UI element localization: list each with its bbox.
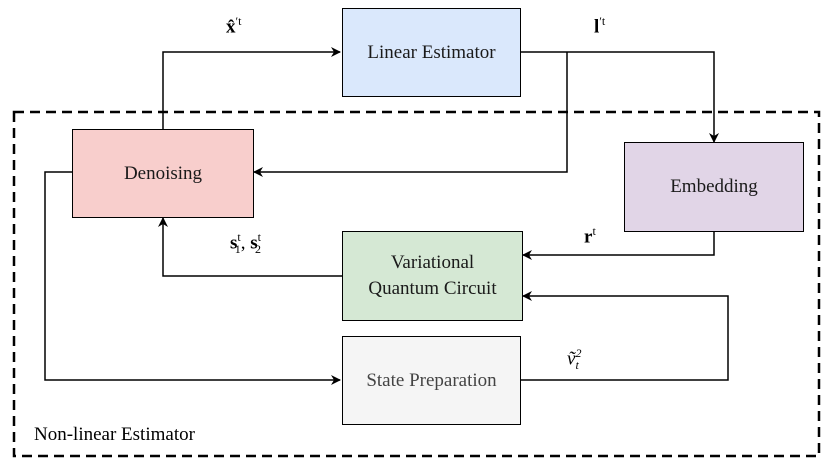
edge-denoising-to-state bbox=[44, 171, 341, 385]
edge-state-to-vqc bbox=[521, 291, 729, 381]
linear-estimator-block: Linear Estimator bbox=[342, 8, 521, 97]
edge-linear-to-denoising bbox=[253, 52, 568, 177]
state-preparation-label: State Preparation bbox=[366, 369, 497, 391]
state-preparation-block: State Preparation bbox=[342, 336, 521, 425]
vqc-block: Variational Quantum Circuit bbox=[342, 231, 523, 321]
embedding-label: Embedding bbox=[670, 176, 758, 198]
x-hat-label: x̂′t bbox=[226, 14, 242, 38]
edge-embedding-to-vqc bbox=[522, 232, 715, 260]
r-label: rt bbox=[584, 224, 596, 248]
s-label: st1, st2 bbox=[230, 230, 261, 257]
non-linear-estimator-region bbox=[12, 110, 821, 458]
v-tilde-label: ṽ2t bbox=[567, 346, 582, 373]
non-linear-estimator-label: Non-linear Estimator bbox=[34, 424, 195, 445]
denoising-block: Denoising bbox=[72, 129, 254, 218]
vqc-label: Variational Quantum Circuit bbox=[368, 252, 497, 299]
l-label: l′t bbox=[594, 14, 606, 38]
embedding-block: Embedding bbox=[624, 142, 804, 232]
edge-linear-to-embedding bbox=[520, 51, 719, 143]
linear-estimator-label: Linear Estimator bbox=[367, 41, 496, 63]
edge-denoising-to-linear bbox=[162, 47, 341, 130]
denoising-label: Denoising bbox=[123, 162, 203, 184]
edge-vqc-to-denoising bbox=[158, 217, 342, 277]
